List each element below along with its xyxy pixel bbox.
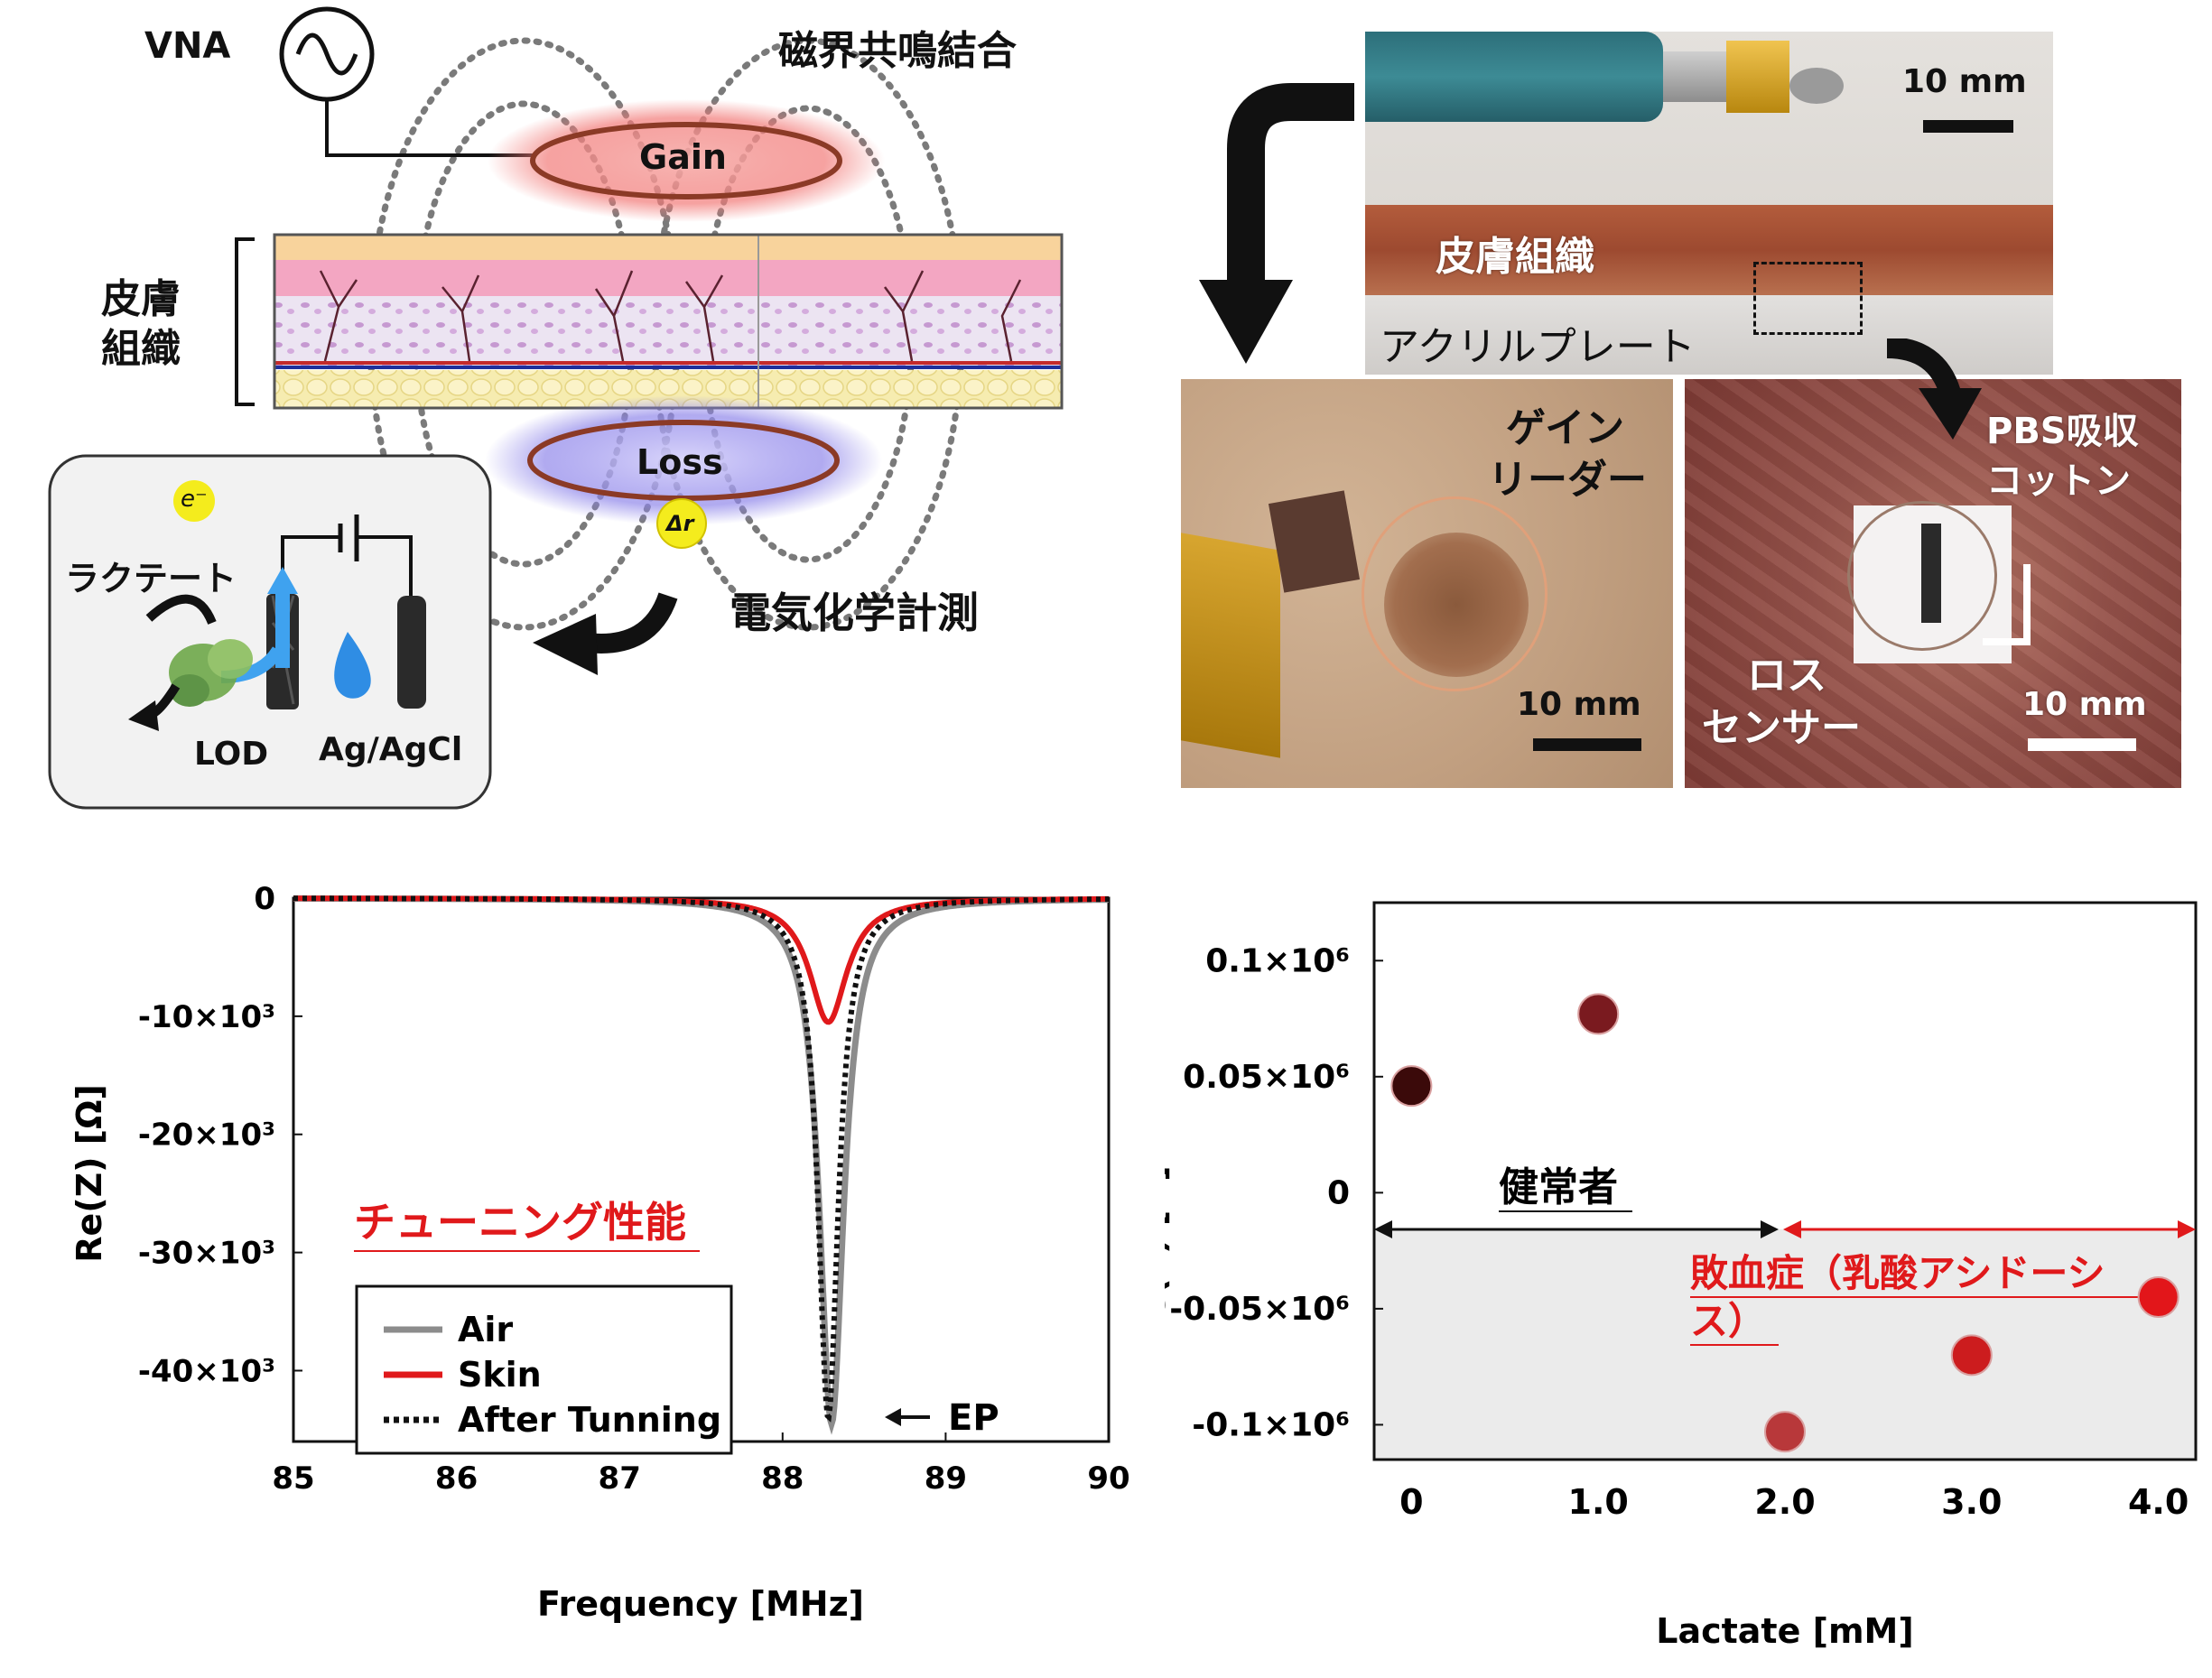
sepsis-label-2: ス） [1690,1299,1766,1343]
skin-tissue-photo-label: 皮膚組織 [1436,234,1594,280]
pbs-cotton-label-1: PBS吸収 [1986,411,2139,452]
electron-badge [173,480,215,522]
y-tick-label: 0 [1327,1174,1350,1211]
lod-label: LOD [194,736,269,773]
y-tick-label: 0.05×10⁶ [1183,1059,1350,1096]
sepsis-label-1: 敗血症（乳酸アシドーシ [1690,1251,2105,1295]
right-scale-label: 10 mm [2022,686,2147,723]
loss-label: Loss [637,442,723,482]
data-point [2137,1276,2179,1319]
x-tick-label: 0 [1399,1482,1423,1522]
loss-sensor-label-2: センサー [1702,705,1861,751]
x-tick-label: 88 [761,1460,804,1497]
series-line-2 [293,895,1109,1423]
lactate-chart: 0.1×10⁶ 0.05×10⁶ 0 -0.05×10⁶ -0.1×10⁶ 0 1.0 2.… [1165,901,2198,1651]
x-tick-label: 2.0 [1754,1482,1815,1522]
photo-zoom-arrow [1886,338,1982,440]
x-tick-label: 4.0 [2128,1482,2189,1522]
skin-cross-section [273,233,1064,410]
y-tick-label: -30×10³ [138,1236,275,1272]
data-point [1577,993,1620,1035]
y-tick-label: -0.1×10⁶ [1192,1406,1350,1443]
tuning-annotation: チューニング性能 [354,1198,686,1247]
x-tick-label: 86 [435,1460,478,1497]
schematic-diagram [48,6,1064,810]
data-point [1390,1065,1433,1108]
pbs-cotton-label-2: コットン [1986,460,2131,502]
loss-glow [485,395,882,525]
left-scale-label: 10 mm [1517,686,1641,723]
curved-arrow [585,592,678,654]
legend-air: Air [458,1310,513,1349]
gain-glow [488,99,885,222]
x-tick-label: 1.0 [1568,1482,1629,1522]
enzyme-lod [169,639,253,707]
y-tick-label: -10×10³ [138,999,275,1035]
y-tick-label: -0.05×10⁶ [1169,1291,1350,1328]
coupling-label: 磁界共鳴結合 [778,28,1017,74]
y-axis-label: Re(Z) [Ω] [1165,1165,1173,1344]
plot-area [1372,901,2198,1461]
skin-tissue-label-2: 組織 [101,326,181,372]
gain-reader-photo [1181,379,1673,788]
x-axis-label: Lactate [mM] [1656,1611,1914,1651]
loss-coil [527,420,840,501]
legend-skin: Skin [458,1355,542,1395]
x-tick-label: 89 [925,1460,967,1497]
loss-sensor-photo [1685,379,2181,788]
gain-coil [530,122,842,199]
x-tick-label: 87 [599,1460,641,1497]
ep-label: EP [948,1397,999,1439]
data-point [1950,1334,1993,1377]
delta-r-badge [656,498,707,549]
setup-photo [1365,32,2053,375]
y-tick-label: 0.1×10⁶ [1205,942,1350,979]
top-scale-label: 10 mm [1902,63,2027,100]
data-point [1764,1411,1806,1453]
x-tick-label: 90 [1087,1460,1129,1497]
electrochem-label: 電気化学計測 [730,589,979,637]
delta-r-label: Δr [666,511,694,536]
gain-label: Gain [639,137,727,177]
loss-sensor-label-1: ロス [1747,653,1826,699]
scale-bar-left [1533,738,1641,751]
droplet-icon [334,632,371,699]
legend: Air Skin After Tunning [355,1284,733,1455]
x-axis-label: Frequency [MHz] [537,1584,864,1624]
tuning-chart: 0 -10×10³ -20×10³ -30×10³ -40×10³ 85 86 87 88 89… [70,881,1130,1624]
scale-bar-top [1923,120,2013,133]
healthy-label: 健常者 [1499,1164,1618,1210]
y-tick-label: -20×10³ [138,1117,275,1154]
reference-electrode [397,596,426,709]
photo-flow-arrow [1199,83,1354,364]
y-tick-label: -40×10³ [138,1353,275,1389]
agagcl-label: Ag/AgCl [319,731,463,768]
gain-reader-label-1: ゲイン [1506,405,1625,451]
vna-label: VNA [144,25,231,67]
electron-label: e⁻ [181,486,208,513]
legend-after-tunning: After Tunning [458,1400,721,1440]
lactate-label: ラクテート [65,559,237,598]
scale-bar-right [2028,738,2136,751]
y-axis-label: Re(Z) [Ω] [70,1084,109,1263]
acrylic-plate-label: アクリルプレート [1380,324,1696,370]
y-tick-label: 0 [254,881,275,917]
skin-tissue-label-1: 皮膚 [101,276,181,322]
gain-reader-label-2: リーダー [1488,457,1647,503]
x-tick-label: 3.0 [1941,1482,2002,1522]
x-tick-label: 85 [272,1460,314,1497]
